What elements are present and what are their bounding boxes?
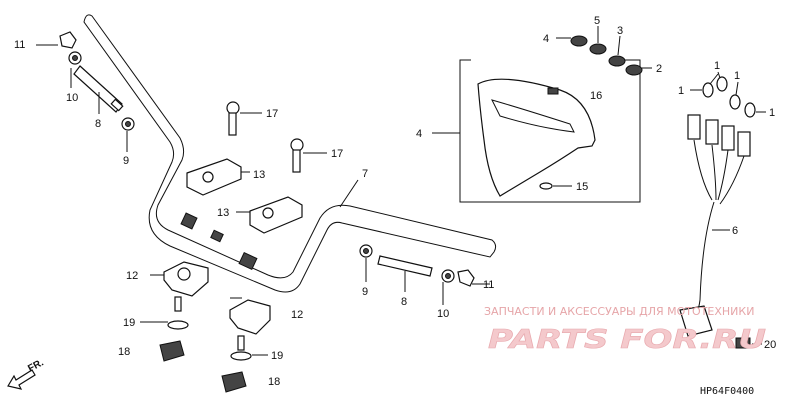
- callout-16-meter: 16: [590, 90, 602, 102]
- left-bar-end-parts: [36, 31, 135, 152]
- right-bar-end-parts: [359, 244, 490, 305]
- callouts: 11 10 8 9 17 13 17 13 7 12 19 18 12 19 1…: [14, 15, 776, 388]
- callout-8-left: 8: [95, 118, 101, 130]
- bulb-socket-harness: [679, 71, 766, 349]
- lower-holders: [140, 261, 271, 393]
- callout-19-right: 19: [271, 350, 283, 362]
- grommets: [556, 26, 652, 76]
- callout-2-grommet: 2: [656, 63, 662, 75]
- meter-cover-group: [432, 59, 641, 203]
- callout-15-screw: 15: [576, 181, 588, 193]
- front-label: FR.: [26, 357, 46, 374]
- callout-1-bulb-b: 1: [714, 60, 720, 72]
- front-arrow-icon: [7, 369, 36, 390]
- callout-12-right: 12: [291, 309, 303, 321]
- diagram-code: HP64F0400: [700, 386, 754, 397]
- callout-1-bulb-a: 1: [678, 85, 684, 97]
- callout-19-left: 19: [123, 317, 135, 329]
- callout-17-upper: 17: [266, 108, 278, 120]
- watermark-tagline: ЗАПЧАСТИ И АКСЕССУАРЫ ДЛЯ МОТОТЕХНИКИ: [484, 305, 754, 318]
- callout-9-right: 9: [362, 286, 368, 298]
- watermark-logo: PARTS FOR.RU: [488, 325, 766, 355]
- callout-1-bulb-c: 1: [734, 70, 740, 82]
- callout-10-left: 10: [66, 92, 78, 104]
- callout-8-right: 8: [401, 296, 407, 308]
- callout-11-left: 11: [14, 39, 25, 51]
- callout-18-right: 18: [268, 376, 280, 388]
- callout-7-handlebar: 7: [362, 168, 368, 180]
- callout-13-lower: 13: [217, 207, 229, 219]
- callout-18-left: 18: [118, 346, 130, 358]
- callout-13-upper: 13: [253, 169, 265, 181]
- callout-20-clip: 20: [764, 339, 776, 351]
- callout-5-grommet: 5: [594, 15, 600, 27]
- callout-9-left: 9: [123, 155, 129, 167]
- callout-12-left: 12: [126, 270, 138, 282]
- callout-4-meter-cover: 4: [416, 128, 422, 140]
- callout-4-grommet: 4: [543, 33, 549, 45]
- callout-1-bulb-d: 1: [769, 107, 775, 119]
- callout-6-harness: 6: [732, 225, 738, 237]
- handlebar: [83, 14, 497, 293]
- callout-17-lower: 17: [331, 148, 343, 160]
- front-direction-indicator: FR.: [7, 357, 46, 390]
- watermark: ЗАПЧАСТИ И АКСЕССУАРЫ ДЛЯ МОТОТЕХНИКИ PA…: [484, 305, 766, 355]
- callout-11-right: 11: [483, 279, 494, 291]
- callout-10-right: 10: [437, 308, 449, 320]
- upper-holders: [186, 101, 359, 234]
- callout-3-grommet: 3: [617, 25, 623, 37]
